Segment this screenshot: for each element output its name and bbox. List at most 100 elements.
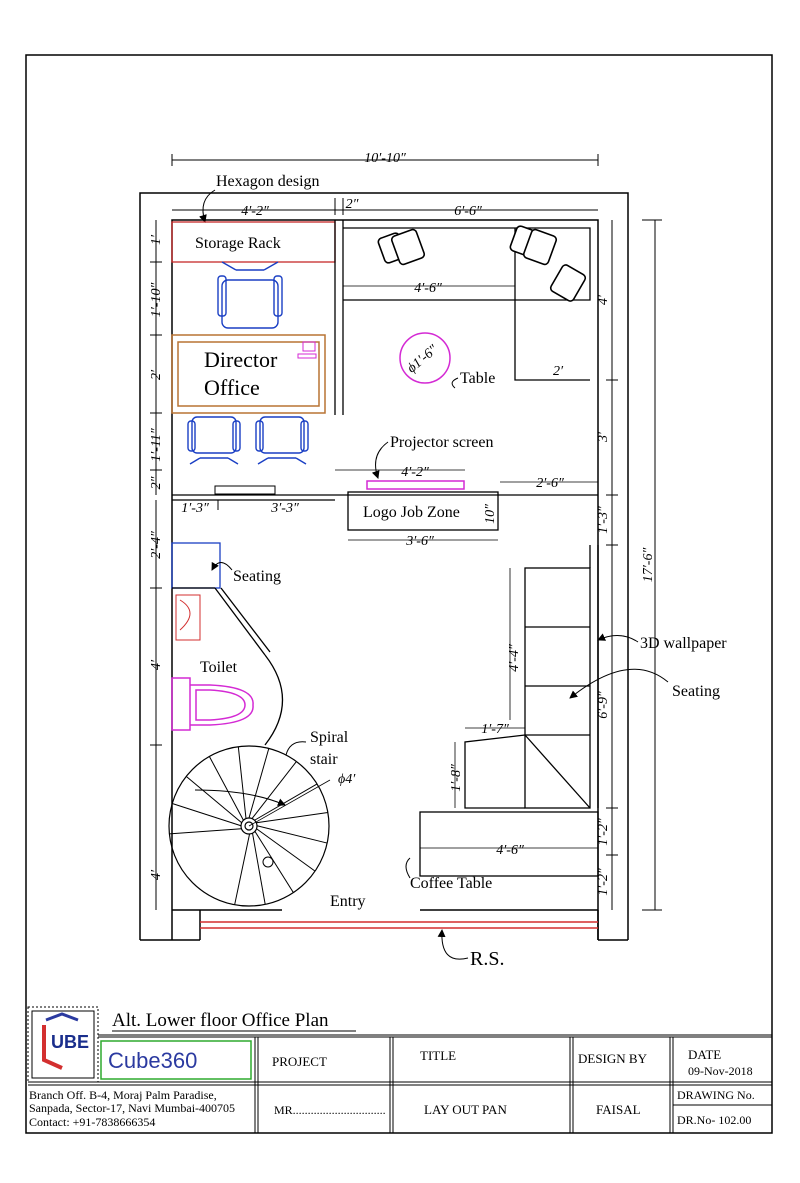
- wash-basin: [175, 594, 201, 641]
- date-value: 09-Nov-2018: [688, 1064, 753, 1078]
- dim-right-3: 3′: [596, 431, 611, 443]
- hexagon-label: Hexagon design: [216, 173, 320, 190]
- director-label-line2: Office: [204, 375, 260, 400]
- logo-text: UBE: [51, 1032, 89, 1052]
- toilet-room: [172, 587, 284, 746]
- projector-label: Projector screen: [390, 434, 494, 451]
- cube-logo: UBE: [31, 1010, 95, 1079]
- seating-right-label: Seating: [672, 683, 720, 700]
- client-name: MR...............................: [274, 1103, 386, 1117]
- project-label: PROJECT: [272, 1054, 327, 1069]
- spiral-label-line2: stair: [310, 751, 338, 768]
- title-block: [27, 1006, 772, 1133]
- top-dimensions: [172, 198, 598, 215]
- dim-left-1: 1′: [149, 234, 164, 245]
- stair-tread: [208, 756, 244, 821]
- dim-screen: 4′-2″: [401, 465, 429, 480]
- stair-tread: [248, 748, 270, 819]
- stair-tread: [256, 828, 316, 872]
- dim-spiral-dia: ϕ4′: [338, 772, 356, 787]
- desk-chair-2: [509, 225, 558, 266]
- desk-chair-1: [377, 228, 426, 266]
- dim-right-4: 4′: [596, 294, 611, 305]
- seating-unit-right: [464, 545, 599, 809]
- dim-top-right: 6′-6″: [454, 204, 482, 219]
- dim-left-4a: 4′: [149, 659, 164, 670]
- stair-tread: [256, 825, 328, 844]
- round-table: [399, 332, 451, 384]
- spiral-label-line1: Spiral: [310, 729, 349, 746]
- dim-left-2: 2′: [149, 369, 164, 380]
- title-label: TITLE: [420, 1048, 456, 1063]
- plan-title: Alt. Lower floor Office Plan: [112, 1010, 329, 1031]
- dim-right-1-3: 1′-3″: [596, 506, 611, 534]
- stair-tread: [254, 831, 294, 893]
- title-value: LAY OUT PAN: [424, 1102, 507, 1117]
- dim-table-dia: ϕ1′-6″: [405, 342, 441, 376]
- visitor-chair-right: [255, 416, 309, 465]
- table-label: Table: [460, 370, 495, 387]
- entry-label: Entry: [330, 893, 366, 910]
- left-dimension-upper: [150, 220, 162, 495]
- coffee-table: [419, 811, 599, 877]
- dim-mid-1-3: 1′-3″: [181, 501, 209, 516]
- left-dimension-lower: [150, 500, 162, 910]
- rs-label: R.S.: [470, 948, 504, 970]
- logo-zone-label: Logo Job Zone: [363, 504, 460, 521]
- drawing-no-label: DRAWING No.: [677, 1088, 755, 1102]
- hexagon-arrow: [199, 189, 216, 223]
- drawing-no-value: DR.No- 102.00: [677, 1113, 751, 1127]
- dim-left-1-10: 1′-10″: [149, 283, 164, 318]
- dim-desk-depth: 2′: [553, 364, 564, 379]
- sheet-border: [25, 54, 773, 1134]
- dim-left-1-11: 1′-11″: [149, 428, 164, 462]
- right-dimension-upper: [606, 220, 618, 910]
- brand-name: Cube360: [108, 1048, 197, 1073]
- overall-length-dimension: [642, 219, 662, 911]
- coffee-label: Coffee Table: [410, 875, 492, 892]
- design-by-label: DESIGN BY: [578, 1051, 648, 1066]
- dim-stair-rise: 1′-8″: [449, 764, 464, 792]
- wallpaper-label: 3D wallpaper: [640, 635, 727, 652]
- director-desk: [171, 334, 326, 414]
- stair-tread: [252, 833, 266, 905]
- dim-left-2b: 2″: [149, 476, 164, 489]
- dim-top-left: 4′-2″: [241, 204, 269, 219]
- computer-icon: [297, 341, 317, 359]
- stair-tread: [256, 812, 328, 824]
- dim-mid-3-3: 3′-3″: [270, 501, 299, 516]
- dim-right-1-2a: 1′-2″: [596, 818, 611, 846]
- stair-tread: [237, 746, 247, 819]
- dim-right-6-9: 6′-9″: [596, 691, 611, 719]
- storage-rack-label: Storage Rack: [195, 235, 281, 252]
- dim-screen-side: 2′-6″: [536, 476, 564, 491]
- stair-tread: [185, 776, 243, 824]
- address-line1: Branch Off. B-4, Moraj Palm Paradise,: [29, 1088, 217, 1102]
- contact-line: Contact: +91-7838666354: [29, 1115, 155, 1129]
- desk-chair-3: [549, 264, 587, 302]
- dim-left-2-4: 2′-4″: [149, 531, 164, 559]
- seating-left-label: Seating: [233, 568, 281, 585]
- seating-bench-left: [171, 542, 221, 589]
- outer-walls: [139, 192, 629, 941]
- toilet-icon: [171, 677, 254, 731]
- dim-logo-width: 3′-6″: [405, 534, 434, 549]
- projector-arrow: [371, 441, 389, 479]
- dim-desk-length: 4′-6″: [414, 281, 442, 296]
- stair-tread: [254, 783, 318, 821]
- dim-logo-depth: 10″: [483, 504, 498, 524]
- dim-right-1-2b: 1′-2″: [596, 868, 611, 896]
- dim-left-4b: 4′: [149, 869, 164, 880]
- designer-name: FAISAL: [596, 1102, 641, 1117]
- rs-line: [200, 921, 598, 929]
- middle-partition: [172, 494, 598, 501]
- date-label: DATE: [688, 1047, 721, 1062]
- dim-top-gap: 2″: [346, 197, 359, 212]
- stair-tread: [172, 803, 242, 827]
- overall-width-text: 10′-10″: [364, 151, 406, 166]
- stair-tread: [234, 833, 251, 905]
- director-label-line1: Director: [204, 347, 278, 372]
- director-door-sill: [214, 485, 276, 495]
- dim-stair-landing: 1′-7″: [481, 722, 509, 737]
